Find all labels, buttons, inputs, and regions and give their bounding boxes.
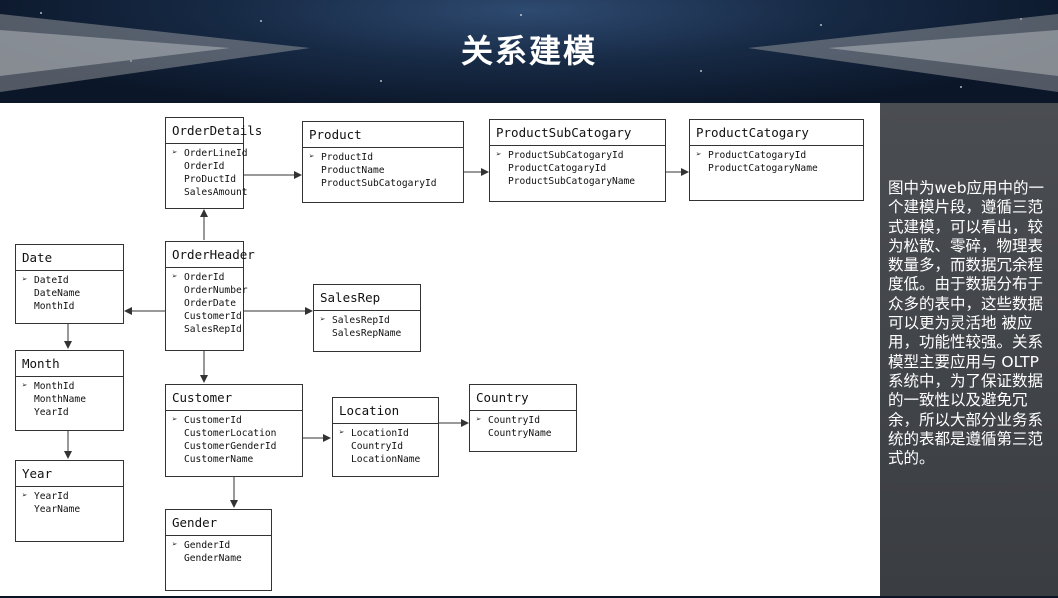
- entity-salesrep: SalesRep SalesRepId SalesRepName: [313, 284, 421, 352]
- field: MonthName: [34, 394, 86, 405]
- entity-fields: CustomerId CustomerLocation CustomerGend…: [166, 411, 302, 469]
- field: CountryId: [476, 414, 570, 427]
- slide-header: 关系建模: [0, 0, 1058, 103]
- field: ProductCatogaryId: [696, 149, 857, 162]
- field: LocationId: [339, 427, 432, 440]
- field: OrderId: [172, 271, 237, 284]
- slide-footer: [0, 596, 1058, 598]
- field: CustomerId: [184, 311, 242, 322]
- field: OrderNumber: [184, 285, 248, 296]
- entity-gender: Gender GenderId GenderName: [165, 509, 272, 591]
- description-text: 图中为web应用中的一个建模片段，遵循三范式建模，可以看出，较为松散、零碎，物理…: [888, 179, 1045, 468]
- field: ProductSubCatogaryId: [496, 149, 659, 162]
- entity-title: Gender: [166, 510, 271, 536]
- field: ProductCatogaryId: [508, 163, 607, 174]
- entity-title: Year: [16, 461, 123, 487]
- entity-fields: OrderId OrderNumber OrderDate CustomerId…: [166, 268, 248, 339]
- field: YearId: [22, 490, 117, 503]
- entity-fields: DateId DateName MonthId: [16, 271, 123, 316]
- entity-productcatogary: ProductCatogary ProductCatogaryId Produc…: [689, 119, 864, 201]
- entity-location: Location LocationId CountryId LocationNa…: [332, 397, 439, 477]
- field: SalesRepId: [184, 324, 242, 335]
- field: YearId: [34, 407, 69, 418]
- field: SalesRepId: [320, 314, 414, 327]
- field: MonthId: [22, 380, 117, 393]
- entity-date: Date DateId DateName MonthId: [15, 244, 124, 324]
- field: GenderName: [184, 553, 242, 564]
- entity-fields: ProductSubCatogaryId ProductCatogaryId P…: [490, 146, 665, 191]
- field: ProductId: [309, 151, 457, 164]
- entity-fields: ProductCatogaryId ProductCatogaryName: [690, 146, 863, 178]
- field: CustomerName: [184, 454, 254, 465]
- field: CountryId: [351, 441, 403, 452]
- field: ProductSubCatogaryId: [321, 178, 437, 189]
- field: ProductName: [321, 165, 385, 176]
- field: CountryName: [488, 428, 552, 439]
- entity-title: SalesRep: [314, 285, 420, 311]
- header-decoration: [0, 14, 1058, 92]
- er-diagram: OrderDetails OrderLineId OrderId ProDuct…: [0, 103, 880, 596]
- entity-title: Location: [333, 398, 438, 424]
- entity-title: Month: [16, 351, 123, 377]
- description-panel: 图中为web应用中的一个建模片段，遵循三范式建模，可以看出，较为松散、零碎，物理…: [880, 103, 1058, 596]
- entity-month: Month MonthId MonthName YearId: [15, 350, 124, 431]
- entity-fields: YearId YearName: [16, 487, 123, 519]
- field: OrderId: [184, 161, 225, 172]
- entity-fields: GenderId GenderName: [166, 536, 271, 568]
- entity-orderheader: OrderHeader OrderId OrderNumber OrderDat…: [165, 241, 255, 351]
- entity-fields: OrderLineId OrderId ProDuctId SalesAmoun…: [166, 144, 248, 202]
- entity-title: ProductSubCatogary: [490, 120, 665, 146]
- entity-country: Country CountryId CountryName: [469, 384, 577, 452]
- entity-fields: MonthId MonthName YearId: [16, 377, 123, 422]
- entity-year: Year YearId YearName: [15, 460, 124, 542]
- field: MonthId: [34, 301, 75, 312]
- field: ProDuctId: [184, 174, 236, 185]
- entity-fields: LocationId CountryId LocationName: [333, 424, 438, 469]
- field: ProductSubCatogaryName: [508, 176, 636, 187]
- entity-product: Product ProductId ProductName ProductSub…: [302, 121, 464, 203]
- entity-title: ProductCatogary: [690, 120, 863, 146]
- field: YearName: [34, 504, 81, 515]
- field: OrderDate: [184, 298, 236, 309]
- field: ProductCatogaryName: [708, 163, 818, 174]
- entity-fields: ProductId ProductName ProductSubCatogary…: [303, 148, 463, 193]
- field: CustomerId: [172, 414, 296, 427]
- entity-orderdetails: OrderDetails OrderLineId OrderId ProDuct…: [165, 117, 262, 209]
- field: OrderLineId: [172, 147, 248, 160]
- field: DateName: [34, 288, 81, 299]
- entity-title: Product: [303, 122, 463, 148]
- entity-title: OrderDetails: [166, 118, 262, 144]
- field: CustomerGenderId: [184, 441, 277, 452]
- entity-title: OrderHeader: [166, 242, 255, 268]
- entity-title: Date: [16, 245, 123, 271]
- entity-fields: CountryId CountryName: [470, 411, 576, 443]
- relationship-lines: [64, 168, 689, 508]
- entity-customer: Customer CustomerId CustomerLocation Cus…: [165, 384, 303, 477]
- entity-productsubcatogary: ProductSubCatogary ProductSubCatogaryId …: [489, 119, 666, 202]
- field: DateId: [22, 274, 117, 287]
- field: LocationName: [351, 454, 421, 465]
- field: SalesRepName: [332, 328, 402, 339]
- slide-title: 关系建模: [460, 32, 597, 70]
- entity-title: Customer: [166, 385, 302, 411]
- field: GenderId: [172, 539, 265, 552]
- field: CustomerLocation: [184, 428, 277, 439]
- entity-fields: SalesRepId SalesRepName: [314, 311, 420, 343]
- field: SalesAmount: [184, 187, 248, 198]
- entity-title: Country: [470, 385, 576, 411]
